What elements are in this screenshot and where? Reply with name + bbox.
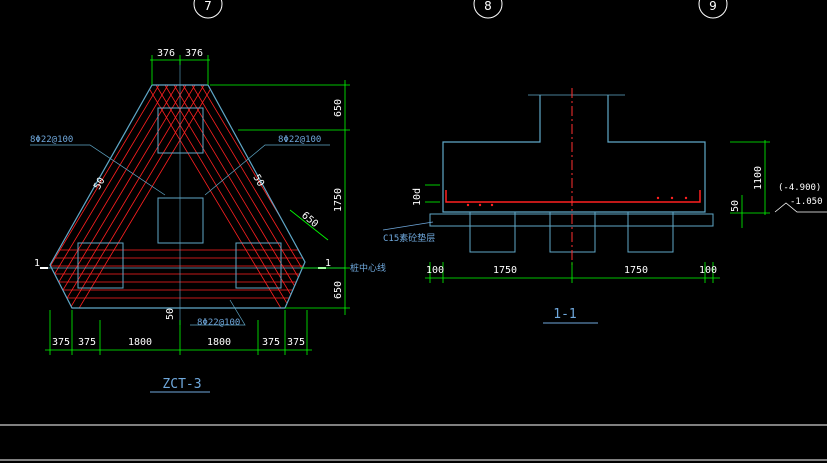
grid-bubble-7 [193,0,223,19]
section-title: 1-1 [553,307,576,322]
diagonal-dim: 650 [299,210,320,230]
section-dim-2: 1750 [493,265,517,276]
elevation-marker [774,202,827,213]
rebar-line [164,85,305,308]
diagonal-dimension [289,209,329,241]
grid-bubble-9 [698,0,728,19]
rebar-label-bottom: 8Φ22@100 [197,318,240,328]
section-bottom-dimension [425,262,720,283]
rebar-line [50,85,142,308]
section-dim-1: 100 [426,265,444,276]
rebar-line [50,85,187,308]
cushion-leader [382,221,434,231]
bottom-dim-5: 375 [262,337,280,348]
rebar-leader-right [204,144,330,196]
plan-view: 1 1 8Φ22@100 8Φ22@100 8Φ22@100 桩中心线 376 … [30,48,386,393]
rebar-dots [466,196,688,207]
right-dim-2: 1750 [333,188,344,212]
section-dim-3: 1750 [624,265,648,276]
bottom-dim-1: 375 [52,337,70,348]
rebar-line [173,85,305,308]
bottom-dim-6: 375 [287,337,305,348]
centerline-note: 桩中心线 [350,262,386,274]
grid-bubble-label: 9 [709,0,717,13]
cap-outline [49,84,306,309]
section-mark-label-left: 1 [34,258,40,269]
column-stub [442,95,706,213]
section-edge-dim: 50 [730,200,741,212]
grid-bubble-8 [473,0,503,19]
cushion-note: C15素砼垫层 [383,232,435,244]
rebar-leader-left [30,144,166,196]
pile-right [235,242,282,289]
bottom-dim-2: 375 [78,337,96,348]
height-dim: 1100 [753,166,764,190]
section-view: 10d C15素砼垫层 1100 50 (-4.900) -1.050 100 … [382,88,827,324]
grid-bubble-label: 7 [204,0,212,13]
section-pile-3 [627,211,674,253]
bottom-edge-dim: 50 [165,308,176,320]
cover-dim: 10d [412,188,423,206]
top-dimension [150,55,210,85]
grid-bubble-label: 8 [484,0,492,13]
pile-top [157,107,204,154]
plan-title: ZCT-3 [162,377,201,392]
bottom-dim-4: 1800 [207,337,231,348]
rebar-label-left: 8Φ22@100 [30,135,73,145]
edge-dim-left: 50 [92,176,108,192]
rebar-line [50,85,160,308]
section-pile-1 [469,211,516,253]
rebar-line [50,85,169,308]
rebar-leader-bottom [190,299,246,326]
elevation-bottom: -1.050 [790,197,823,207]
grid-bubbles: 7 8 9 [193,0,728,19]
bottom-dim-3: 1800 [128,337,152,348]
section-mark-label-right: 1 [325,258,331,269]
top-dim-1: 376 [157,48,175,59]
pile-center [157,197,204,244]
right-dim-1: 650 [333,99,344,117]
rebar-line [50,85,106,308]
top-dim-2: 376 [185,48,203,59]
rebar-label-right: 8Φ22@100 [278,135,321,145]
section-bottom-rebar [445,190,701,203]
section-dim-4: 100 [699,265,717,276]
bottom-dimension [45,310,312,355]
elevation-top: (-4.900) [778,183,821,193]
pile-left [77,242,124,289]
edge-dim-right: 50 [250,173,266,189]
height-dimension [730,140,770,228]
rebar-line [50,85,196,308]
right-dim-3: 650 [333,281,344,299]
rebar-line [50,85,151,308]
rebar-line [155,85,305,308]
right-dimension [210,80,350,315]
